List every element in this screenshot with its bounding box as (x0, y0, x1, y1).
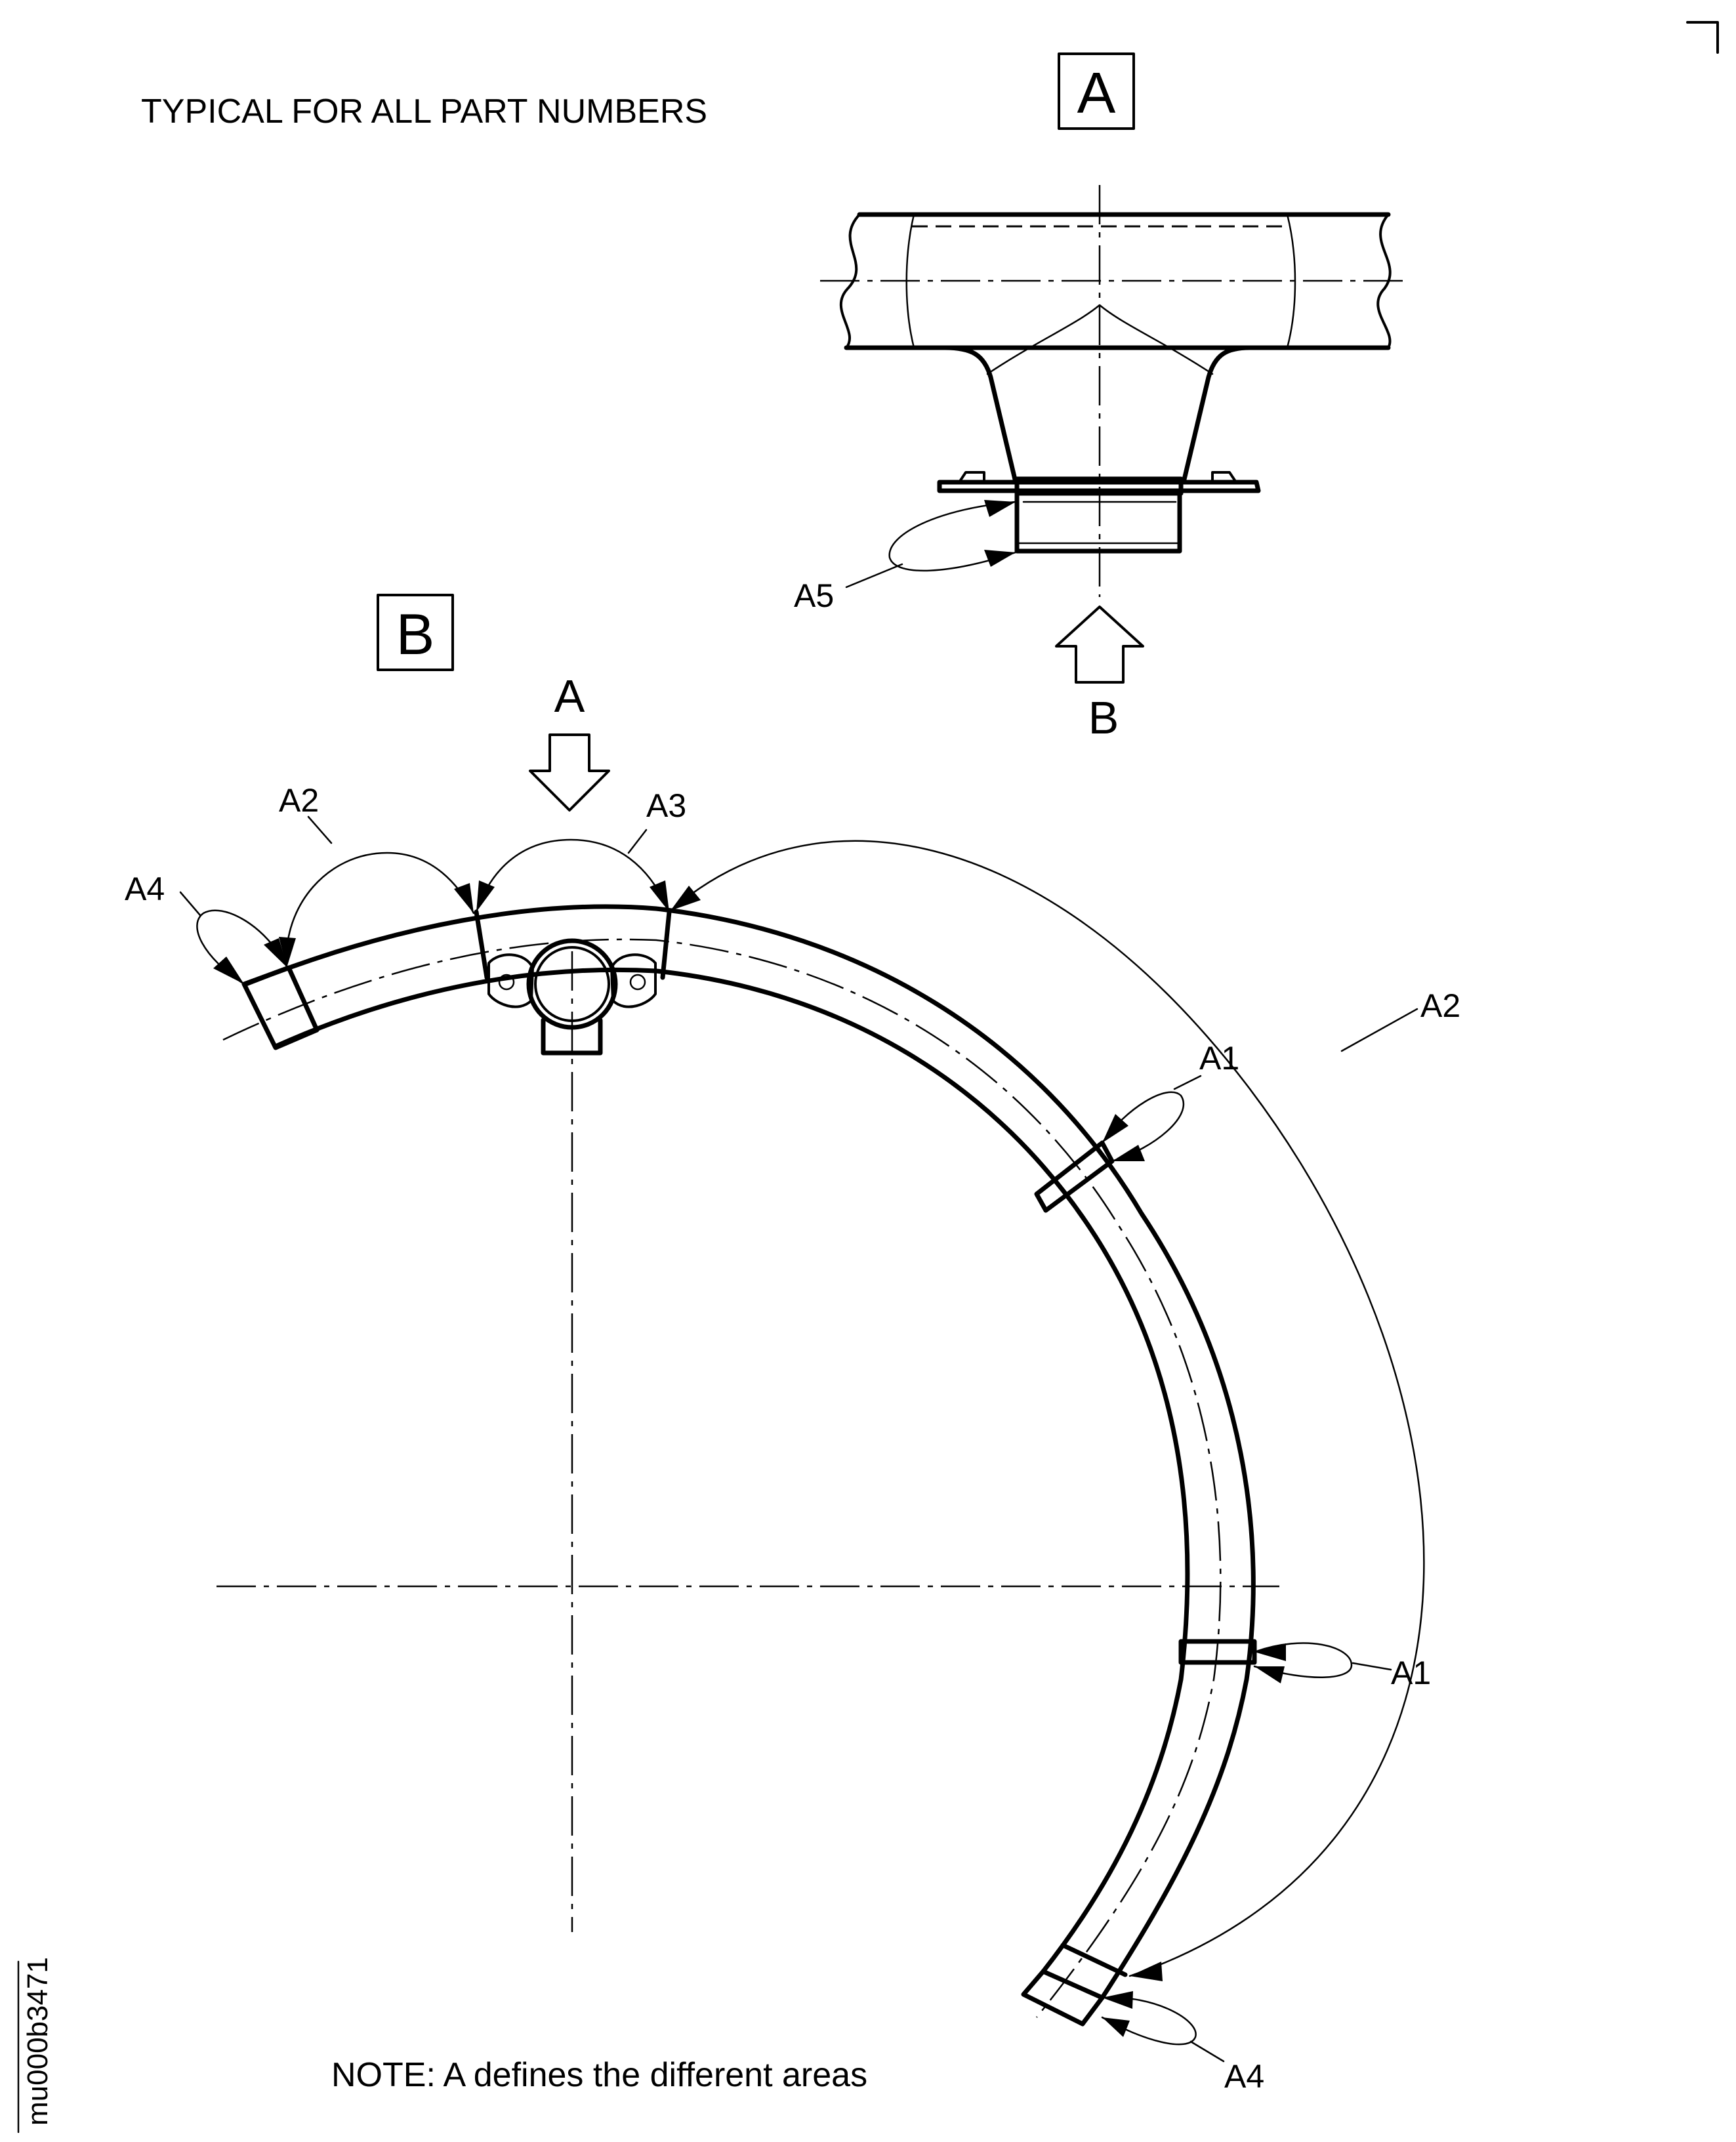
area-label-a1-upper: A1 (1199, 1040, 1239, 1077)
view-b: B A A2 (125, 594, 1460, 2095)
view-a: A B A5 (794, 52, 1404, 743)
view-a-label: A (1077, 60, 1116, 125)
area-label-a2-left: A2 (279, 782, 319, 819)
corner-mark (1686, 21, 1719, 54)
area-label-a4-bottom: A4 (1224, 2058, 1264, 2095)
view-a-arrow-icon (529, 733, 610, 812)
view-b-label-box (377, 594, 454, 671)
area-label-a1-lower: A1 (1391, 1655, 1431, 1691)
area-label-a2-right: A2 (1420, 987, 1460, 1024)
drawing-id: mu000b3471 (22, 1957, 54, 2126)
area-label-a3: A3 (646, 787, 686, 824)
view-b-label: B (396, 602, 435, 667)
typical-note: TYPICAL FOR ALL PART NUMBERS (141, 93, 707, 131)
view-b-arrow-icon (1055, 606, 1144, 684)
view-a-label-box (1058, 52, 1135, 130)
area-label-a5: A5 (794, 577, 834, 614)
area-label-a4-left: A4 (125, 871, 165, 907)
view-b-arrow-label: A (554, 670, 585, 722)
footer-note: NOTE: A defines the different areas (331, 2056, 867, 2094)
view-a-arrow-label: B (1088, 692, 1119, 743)
